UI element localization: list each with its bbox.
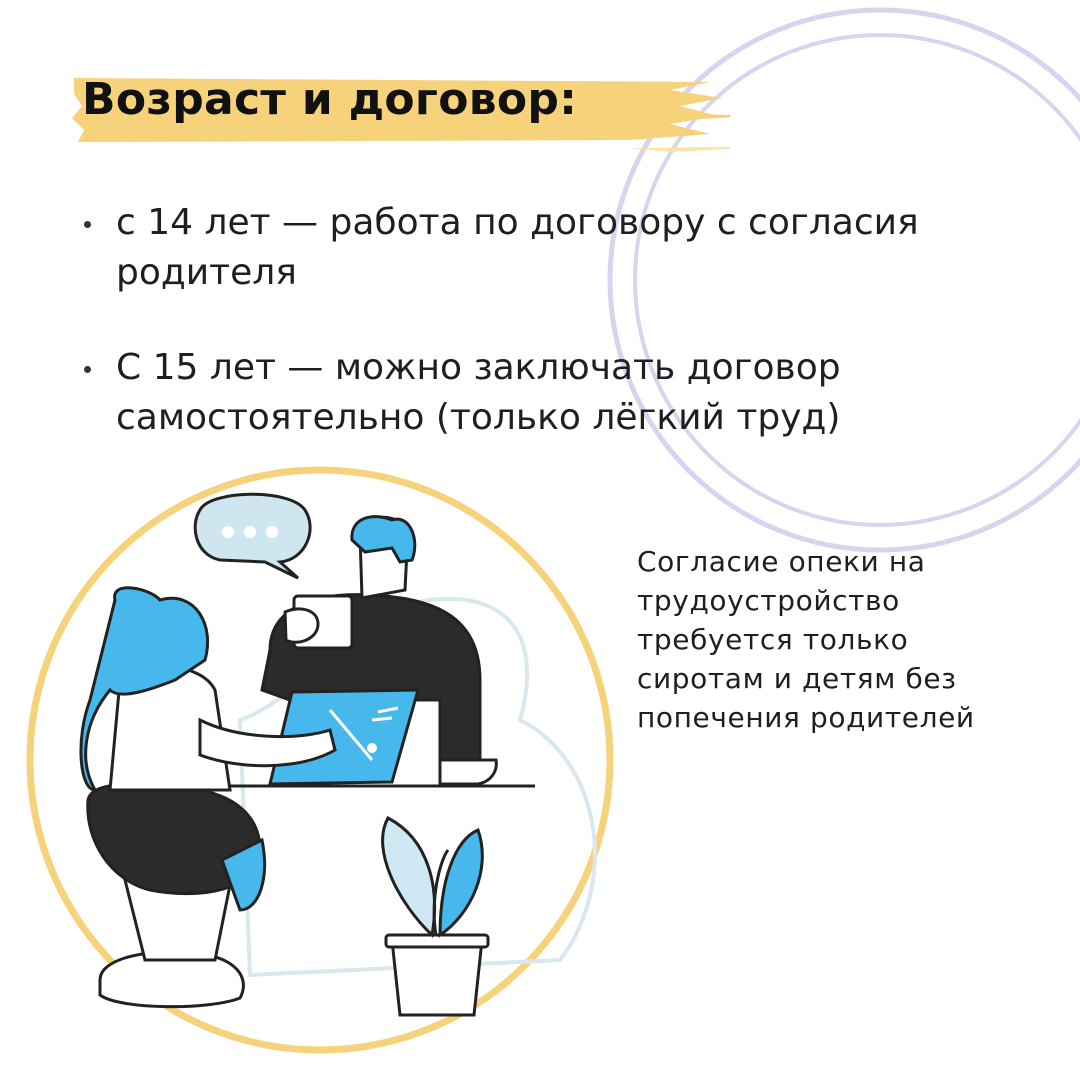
purple-ring-outer	[607, 7, 1080, 553]
guardianship-note: Согласие опеки на трудоустройство требуе…	[637, 545, 975, 734]
plant-icon	[381, 815, 490, 1017]
bullet-text: с 14 лет — работа по договору с согласия…	[116, 202, 919, 293]
purple-ring-inner	[633, 33, 1080, 527]
bullet-list: с 14 лет — работа по договору с согласия…	[78, 198, 958, 488]
bullet-item: с 14 лет — работа по договору с согласия…	[78, 198, 958, 298]
bullet-item: С 15 лет — можно заключать договор самос…	[78, 343, 958, 443]
yellow-ring	[26, 466, 614, 1054]
speech-bubble-icon	[193, 492, 312, 580]
woman-figure	[79, 586, 337, 1009]
man-figure	[260, 515, 498, 786]
page-title: Возраст и договор:	[82, 74, 578, 125]
brush-stroke-highlight	[72, 78, 730, 152]
office-illustration	[79, 492, 597, 1017]
bullet-text: С 15 лет — можно заключать договор самос…	[116, 347, 841, 438]
title-block: Возраст и договор:	[70, 60, 730, 156]
bullet-dot-icon	[84, 366, 91, 373]
bullet-dot-icon	[84, 221, 91, 228]
